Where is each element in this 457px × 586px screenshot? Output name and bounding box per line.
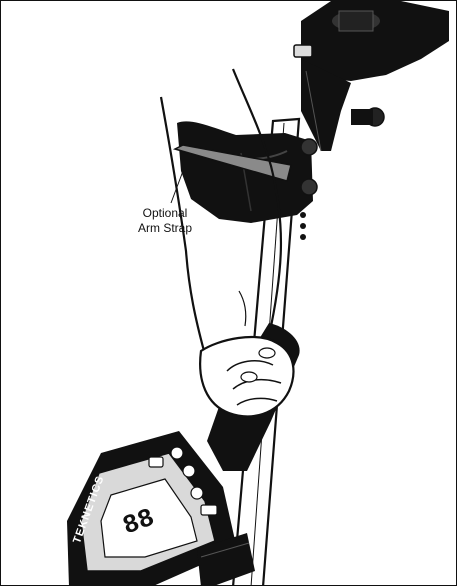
hand-and-grip [200,323,299,471]
arm-strap-callout: Optional Arm Strap [119,206,211,236]
upper-housing [294,1,449,151]
callout-leader-line [171,171,183,203]
callout-line-1: Optional [119,206,211,221]
callout-line-2: Arm Strap [119,221,211,236]
